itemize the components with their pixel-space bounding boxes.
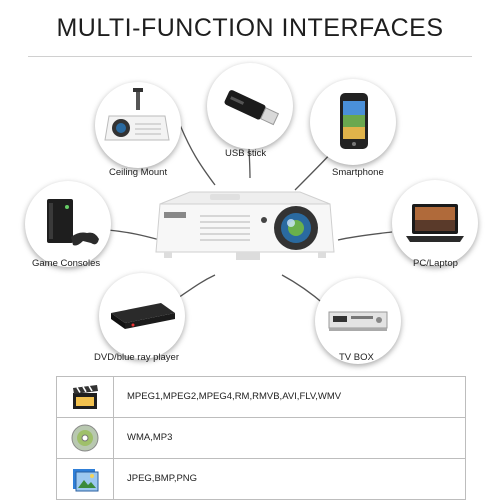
tv-box-icon bbox=[328, 311, 388, 331]
tv-box-circle bbox=[315, 278, 401, 364]
smartphone-label: Smartphone bbox=[332, 167, 384, 178]
table-row: JPEG,BMP,PNG bbox=[57, 459, 465, 499]
audio-formats-text: WMA,MP3 bbox=[127, 432, 173, 443]
title-divider bbox=[28, 56, 472, 57]
pc-laptop-circle bbox=[392, 180, 478, 266]
pc-laptop-label: PC/Laptop bbox=[413, 258, 458, 269]
ceiling-mount-icon bbox=[104, 88, 170, 141]
game-console-icon bbox=[47, 199, 99, 246]
ceiling-mount-circle bbox=[95, 82, 181, 168]
image-formats-text: JPEG,BMP,PNG bbox=[127, 473, 198, 484]
image-gallery-icon bbox=[73, 469, 99, 492]
dvd-player-circle bbox=[99, 273, 185, 359]
smartphone-icon bbox=[340, 93, 368, 149]
table-row: MPEG1,MPEG2,MPEG4,RM,RMVB,AVI,FLV,WMV bbox=[57, 377, 465, 418]
audio-disc-icon bbox=[71, 424, 99, 452]
video-clapper-icon bbox=[73, 385, 98, 409]
ceiling-mount-label: Ceiling Mount bbox=[109, 167, 168, 178]
page-title: MULTI-FUNCTION INTERFACES bbox=[56, 14, 444, 42]
usb-stick-icon bbox=[224, 90, 280, 126]
usb-stick-circle bbox=[207, 63, 293, 149]
usb-stick-label: USB stick bbox=[225, 148, 267, 159]
laptop-icon bbox=[406, 204, 464, 242]
tv-box-label: TV BOX bbox=[339, 352, 374, 363]
game-consoles-label: Game Consoles bbox=[32, 258, 101, 269]
video-formats-text: MPEG1,MPEG2,MPEG4,RM,RMVB,AVI,FLV,WMV bbox=[127, 391, 342, 402]
dvd-player-label: DVD/blue ray player bbox=[94, 352, 180, 363]
dvd-player-icon bbox=[111, 303, 175, 329]
smartphone-circle bbox=[310, 79, 396, 165]
game-consoles-circle bbox=[25, 181, 111, 267]
table-row: WMA,MP3 bbox=[57, 418, 465, 459]
formats-table: MPEG1,MPEG2,MPEG4,RM,RMVB,AVI,FLV,WMV WM… bbox=[56, 376, 466, 500]
projector-image bbox=[155, 191, 335, 260]
